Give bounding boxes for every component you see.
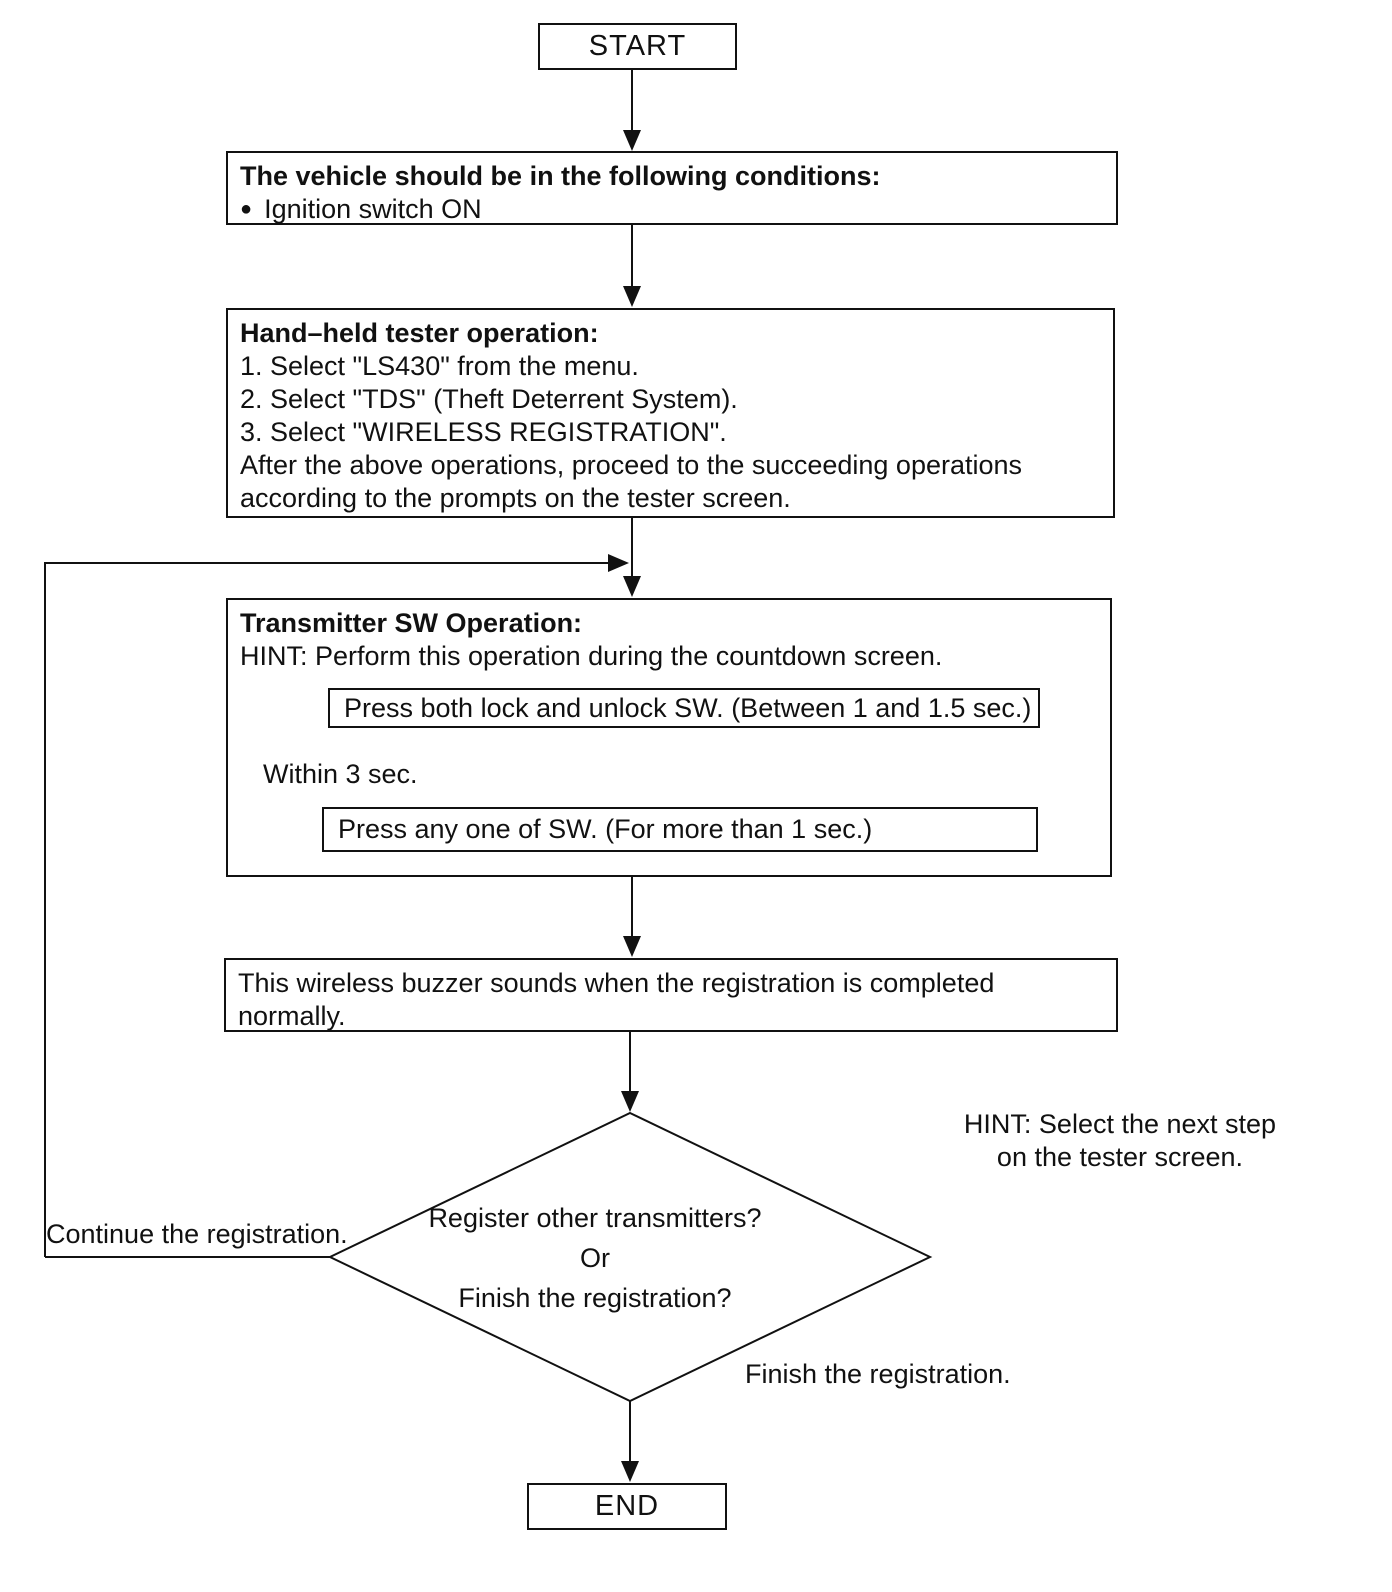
decision-node: Register other transmitters? Or Finish t… <box>415 1198 775 1318</box>
decision-question-line1: Register other transmitters? <box>428 1203 762 1233</box>
tester-step-1: 1. Select "LS430" from the menu. <box>240 351 639 381</box>
branch-continue-label: Continue the registration. <box>46 1219 348 1249</box>
press-both-sw-node: Press both lock and unlock SW. (Between … <box>328 688 1040 728</box>
vehicle-conditions-item: ● Ignition switch ON <box>240 193 1104 226</box>
buzzer-result-text: This wireless buzzer sounds when the reg… <box>238 968 995 1031</box>
buzzer-result-node: This wireless buzzer sounds when the reg… <box>224 958 1118 1032</box>
arrowhead-icon <box>623 936 641 957</box>
press-any-sw-node: Press any one of SW. (For more than 1 se… <box>322 807 1038 852</box>
start-node: START <box>538 23 737 70</box>
start-label: START <box>588 30 687 62</box>
press-any-sw-label: Press any one of SW. (For more than 1 se… <box>338 814 873 844</box>
arrowhead-icon <box>621 1461 639 1482</box>
vehicle-conditions-node: The vehicle should be in the following c… <box>226 151 1118 225</box>
tester-screen-hint-line2: on the tester screen. <box>996 1142 1244 1172</box>
arrowhead-icon <box>623 286 641 307</box>
tester-screen-hint-line1: HINT: Select the next step <box>963 1109 1277 1139</box>
branch-finish-label: Finish the registration. <box>745 1359 1011 1389</box>
arrowhead-icon <box>623 576 641 597</box>
decision-diamond-shape <box>327 1111 933 1403</box>
transmitter-operation-hint: HINT: Perform this operation during the … <box>240 641 943 671</box>
tester-step-2: 2. Select "TDS" (Theft Deterrent System)… <box>240 384 738 414</box>
tester-step-3: 3. Select "WIRELESS REGISTRATION". <box>240 417 727 447</box>
within-interval-label: Within 3 sec. <box>263 759 418 789</box>
transmitter-operation-title: Transmitter SW Operation: <box>240 608 583 638</box>
arrowhead-icon <box>623 130 641 151</box>
tester-screen-hint: HINT: Select the next step on the tester… <box>955 1108 1285 1174</box>
decision-question-line3: Finish the registration? <box>458 1283 732 1313</box>
arrowhead-icon <box>621 1091 639 1112</box>
tester-note: After the above operations, proceed to t… <box>240 450 1023 513</box>
end-label: END <box>594 1490 660 1522</box>
end-node: END <box>527 1483 727 1530</box>
press-both-sw-label: Press both lock and unlock SW. (Between … <box>344 692 1032 723</box>
vehicle-conditions-title: The vehicle should be in the following c… <box>240 161 881 191</box>
decision-question-line2: Or <box>580 1243 610 1273</box>
tester-operation-title: Hand–held tester operation: <box>240 318 599 348</box>
arrowhead-icon <box>608 554 629 572</box>
bullet-icon: ● <box>240 198 253 220</box>
vehicle-conditions-item-label: Ignition switch ON <box>264 194 482 224</box>
tester-operation-node: Hand–held tester operation: 1. Select "L… <box>226 308 1115 518</box>
